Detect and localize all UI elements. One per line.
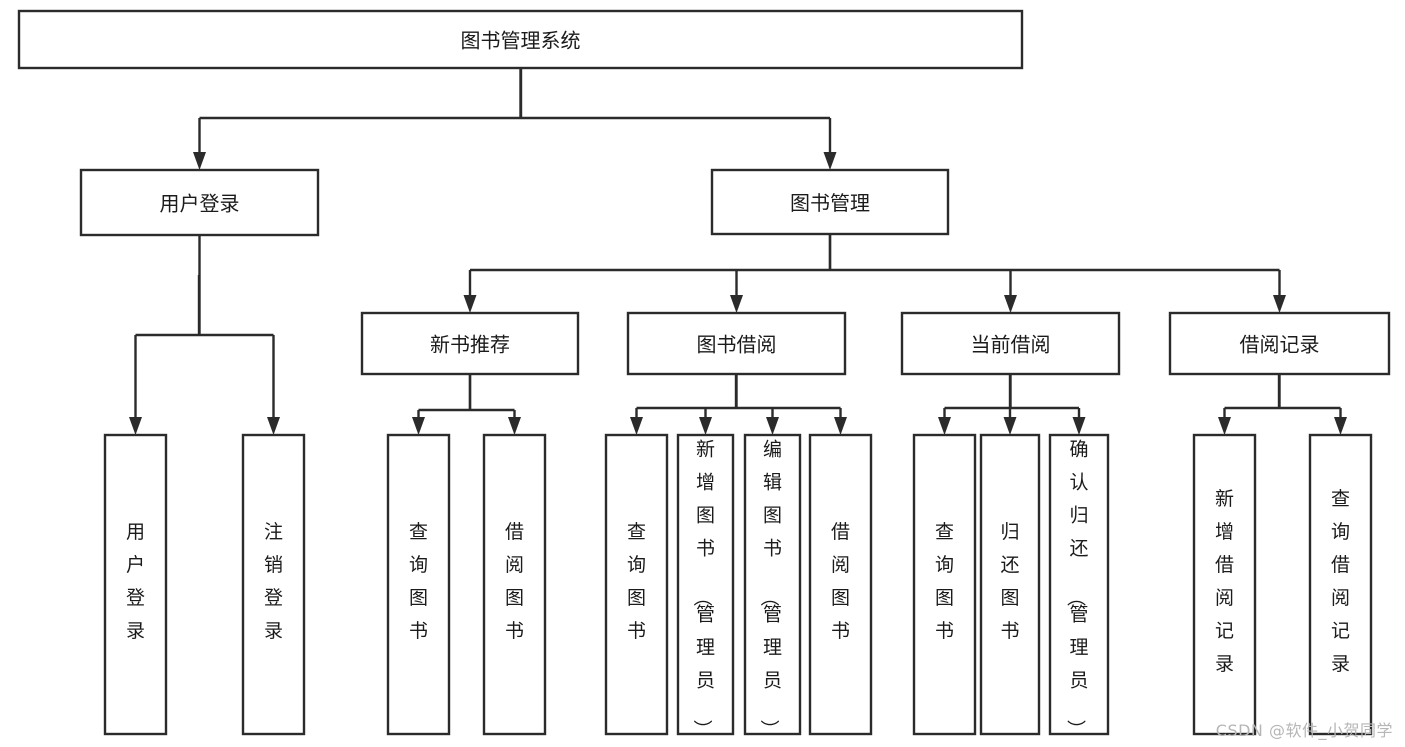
node-label: 图书借阅 <box>697 333 777 357</box>
node-label: 新增借阅记录 <box>1215 488 1234 675</box>
node-label: 查询借阅记录 <box>1331 488 1350 675</box>
node-leaf-r-add[interactable]: 新增借阅记录 <box>1192 433 1257 736</box>
node-leaf-new-borrow[interactable]: 借阅图书 <box>482 433 547 736</box>
connector-group-root-to-level2 <box>193 58 837 170</box>
node-leaf-b-add[interactable]: 新增图书（管理员） <box>676 433 735 739</box>
node-leaf-user-login[interactable]: 用户登录 <box>103 433 168 736</box>
connector-group-record-to-leaves <box>1218 348 1347 435</box>
node-leaf-b-edit[interactable]: 编辑图书（管理员） <box>743 433 802 739</box>
node-label: 查询图书 <box>409 521 428 642</box>
node-l2-user[interactable]: 用户登录 <box>79 168 320 237</box>
node-label: 图书管理 <box>790 191 870 215</box>
node-label: 当前借阅 <box>971 333 1051 357</box>
node-label: 归还图书 <box>1000 521 1019 642</box>
node-leaf-c-confirm[interactable]: 确认归还（管理员） <box>1048 433 1110 739</box>
node-label: 注销登录 <box>264 521 283 642</box>
node-label: 借阅记录 <box>1240 333 1320 357</box>
connector-group-newbook-to-leaves <box>412 350 521 435</box>
node-label: 查询图书 <box>935 521 954 642</box>
connector-group-book-to-level3 <box>463 210 1286 313</box>
node-root[interactable]: 图书管理系统 <box>17 9 1024 70</box>
connector-group-current-to-leaves <box>938 348 1086 435</box>
node-layer: 图书管理系统用户登录图书管理新书推荐图书借阅当前借阅借阅记录用户登录注销登录查询… <box>17 9 1391 739</box>
node-leaf-c-return[interactable]: 归还图书 <box>979 433 1041 736</box>
node-label: 新书推荐 <box>430 333 510 357</box>
node-label: 借阅图书 <box>505 521 524 642</box>
connector-group-borrow-to-leaves <box>630 348 847 435</box>
node-leaf-new-query[interactable]: 查询图书 <box>386 433 451 736</box>
node-leaf-b-query[interactable]: 查询图书 <box>604 433 669 736</box>
node-l3-current[interactable]: 当前借阅 <box>900 311 1121 376</box>
node-l3-borrow[interactable]: 图书借阅 <box>626 311 847 376</box>
node-label: 确认归还（管理员） <box>1064 439 1088 739</box>
node-label: 用户登录 <box>160 192 240 216</box>
connector-group-user-to-leaves <box>129 275 280 435</box>
node-label: 新增图书（管理员） <box>691 439 715 739</box>
node-leaf-r-query[interactable]: 查询借阅记录 <box>1308 433 1373 736</box>
node-label: 查询图书 <box>627 521 646 642</box>
node-l2-book[interactable]: 图书管理 <box>710 168 950 236</box>
node-leaf-user-logout[interactable]: 注销登录 <box>241 433 306 736</box>
node-l3-record[interactable]: 借阅记录 <box>1168 311 1391 376</box>
node-leaf-c-query[interactable]: 查询图书 <box>912 433 977 736</box>
node-label: 用户登录 <box>126 521 145 642</box>
node-l3-newbook[interactable]: 新书推荐 <box>360 311 580 376</box>
node-label: 编辑图书（管理员） <box>758 439 782 739</box>
node-label: 图书管理系统 <box>461 29 581 53</box>
csdn-watermark: CSDN @软件_小贺同学 <box>1215 721 1393 740</box>
node-leaf-b-borrow[interactable]: 借阅图书 <box>808 433 873 736</box>
node-label: 借阅图书 <box>831 521 850 642</box>
connector-layer <box>129 58 1347 435</box>
